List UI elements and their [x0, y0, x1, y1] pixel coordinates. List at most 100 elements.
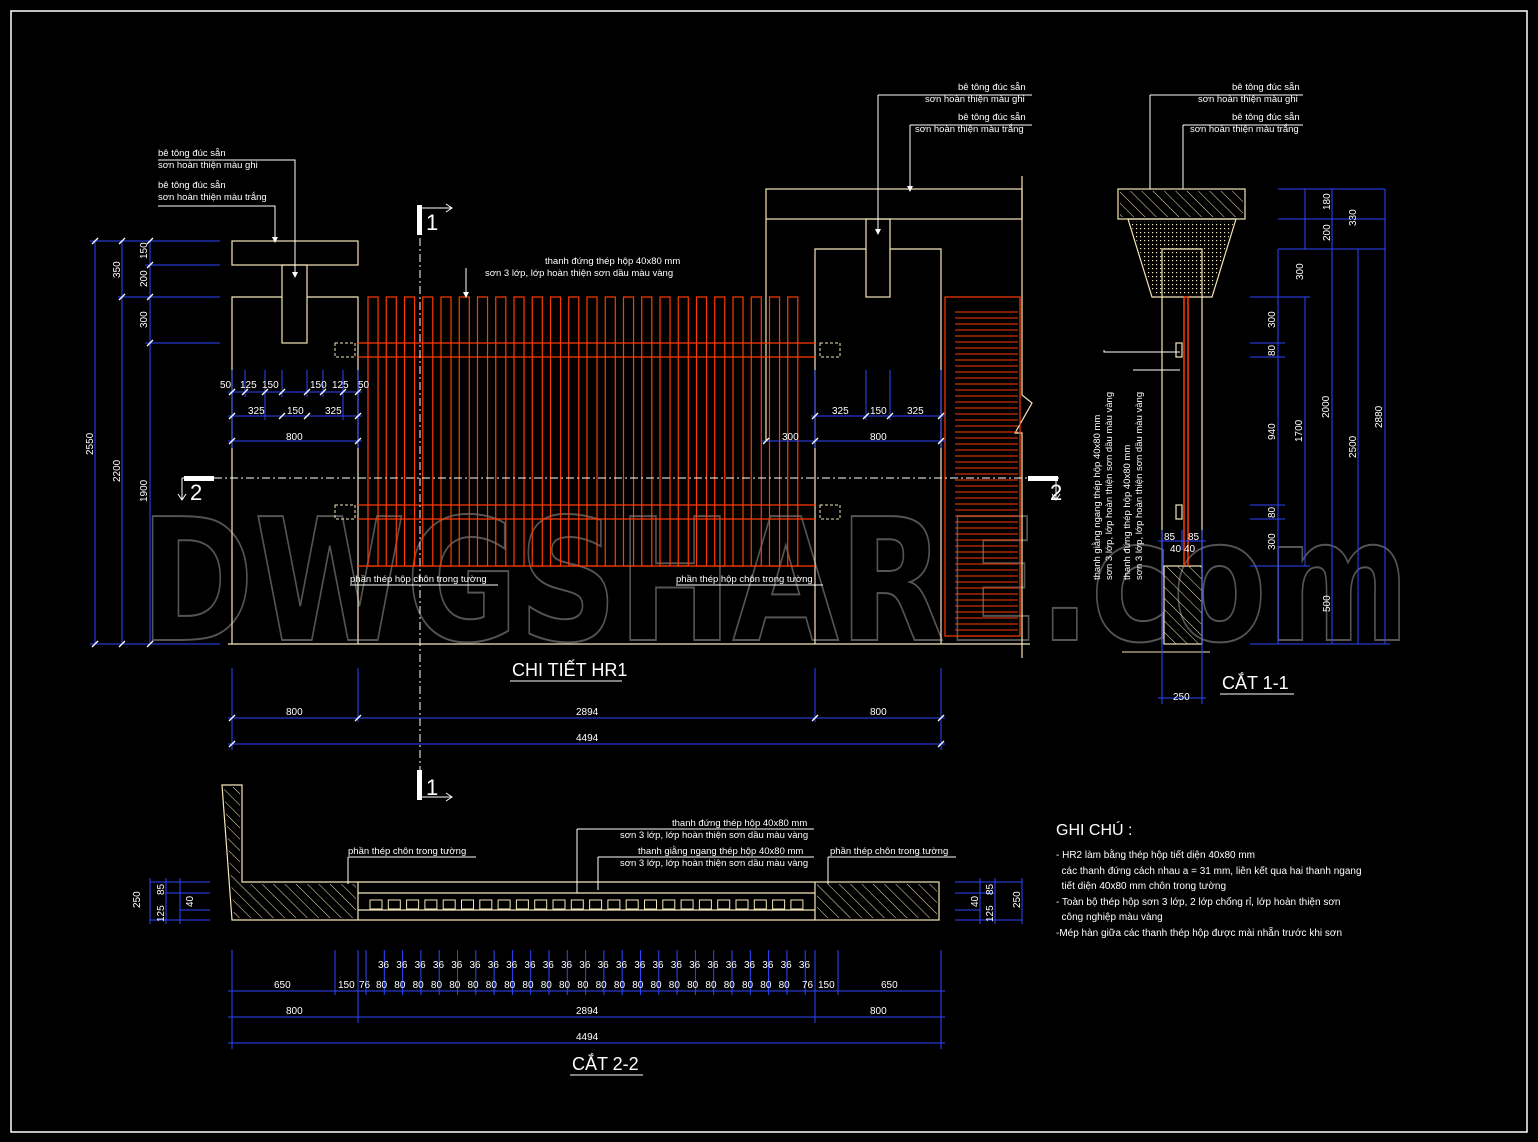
dim-800-left: 800	[286, 432, 303, 443]
bar-section-box	[717, 899, 731, 910]
s22-dim-4494: 4494	[576, 1032, 599, 1043]
dim-r300: 300	[782, 432, 799, 443]
dim-b4494: 4494	[576, 733, 599, 744]
vert-bar-note-1: thanh đứng thép hộp 40x80 mm	[545, 256, 680, 267]
s22-dim-40-right: 40	[970, 895, 981, 907]
title-cat-2-2: CẮT 2-2	[572, 1053, 639, 1074]
dim-36: 36	[433, 960, 445, 971]
dim-top-150a: 150	[262, 380, 279, 391]
s22-horiz-note-1: thanh giằng ngang thép hộp 40x80 mm	[638, 846, 803, 857]
dim-tick	[118, 640, 126, 648]
dim-tick	[91, 640, 99, 648]
bar-section-box	[534, 899, 548, 910]
dim-1900: 1900	[139, 479, 150, 502]
dim-r150: 150	[870, 406, 887, 417]
dim-tick	[937, 437, 945, 445]
s11-dim-300a: 300	[1295, 263, 1306, 280]
dim-tick	[937, 714, 945, 722]
dim-2200: 2200	[112, 459, 123, 482]
dim-36: 36	[726, 960, 738, 971]
s11-dim-2880: 2880	[1374, 405, 1385, 428]
s22-embed-left: phần thép chôn trong tường	[348, 846, 466, 857]
dim-36: 36	[543, 960, 555, 971]
s22-dim-125-right: 125	[985, 905, 996, 922]
dim-80: 80	[486, 980, 498, 991]
vert-bar-note-2: sơn 3 lớp, lớp hoàn thiện sơn dầu màu và…	[485, 268, 673, 279]
s22-bar-sections	[369, 899, 804, 910]
dim-tick	[811, 412, 819, 420]
dim-r800: 800	[870, 432, 887, 443]
vertical-steel-bars	[358, 296, 815, 567]
s11-dim-85a: 85	[1164, 532, 1176, 543]
dim-36: 36	[488, 960, 500, 971]
dim-325a: 325	[248, 406, 265, 417]
right-cap-note-2a: bê tông đúc sẵn	[958, 112, 1026, 123]
dim-tick	[261, 388, 269, 396]
elevation-dimensions	[90, 240, 945, 750]
bar-section-box	[570, 899, 584, 910]
dim-80: 80	[449, 980, 461, 991]
dim-b800a: 800	[286, 707, 303, 718]
dim-top-125a: 125	[240, 380, 257, 391]
dim-80: 80	[376, 980, 388, 991]
embed-note-left: phần thép hộp chôn trong tường	[350, 574, 487, 585]
dim-80: 80	[779, 980, 791, 991]
dim-36: 36	[451, 960, 463, 971]
title-chi-tiet-hr1: CHI TIẾT HR1	[512, 659, 627, 680]
dim-r325b: 325	[907, 406, 924, 417]
dim-tick	[339, 388, 347, 396]
dim-80: 80	[559, 980, 571, 991]
s11-cap-note-2a: bê tông đúc sẵn	[1232, 112, 1300, 123]
cut-mark-1-bottom: 1	[426, 775, 438, 800]
dim-36: 36	[762, 960, 774, 971]
dim-tick	[303, 388, 311, 396]
dim-tick	[146, 237, 154, 245]
note-line-1: - HR2 làm bằng thép hộp tiết diện 40x80 …	[1056, 848, 1255, 861]
dim-36: 36	[378, 960, 390, 971]
s22-dim-40-left: 40	[185, 895, 196, 907]
s22-dim-2894: 2894	[576, 1006, 599, 1017]
dim-36: 36	[671, 960, 683, 971]
cut-mark-2-right: 2	[1050, 480, 1062, 505]
dim-325b: 325	[325, 406, 342, 417]
bar-section-box	[479, 899, 493, 910]
note-line-2: các thanh đứng cách nhau a = 31 mm, liên…	[1056, 865, 1362, 877]
dim-tick	[811, 714, 819, 722]
dim-tick	[278, 412, 286, 420]
dim-36: 36	[524, 960, 536, 971]
bar-section-box	[790, 899, 804, 910]
dim-300: 300	[139, 311, 150, 328]
s11-dim-300c: 300	[1267, 533, 1278, 550]
s22-dim-800a: 800	[286, 1006, 303, 1017]
bar-section-box	[589, 899, 603, 910]
bar-section-box	[607, 899, 621, 910]
dim-tick	[762, 437, 770, 445]
dim-36: 36	[707, 960, 719, 971]
s11-note-horiz-1: thanh giằng ngang thép hộp 40x80 mm	[1092, 415, 1103, 580]
dim-top-125b: 125	[332, 380, 349, 391]
bar-section-box	[497, 899, 511, 910]
dim-36: 36	[415, 960, 427, 971]
wall-break	[1013, 176, 1033, 658]
s11-dim-80b: 80	[1267, 506, 1278, 518]
s22-dim-650b: 650	[881, 980, 898, 991]
left-cap-note-1b: sơn hoàn thiện màu ghi	[158, 160, 258, 171]
s11-cap-note-1b: sơn hoàn thiện màu ghi	[1198, 94, 1298, 105]
dim-80: 80	[394, 980, 406, 991]
dim-36: 36	[506, 960, 518, 971]
dim-tick	[146, 261, 154, 269]
s22-dim-85-left: 85	[156, 883, 167, 895]
note-line-5: công nghiệp màu vàng	[1056, 912, 1163, 923]
dim-b800b: 800	[870, 707, 887, 718]
dim-tick	[937, 412, 945, 420]
dim-tick	[228, 740, 236, 748]
s22-dim-76a: 76	[359, 980, 371, 991]
s11-dim-500: 500	[1322, 595, 1333, 612]
dim-tick	[886, 412, 894, 420]
bar-section-box	[753, 899, 767, 910]
dim-80: 80	[669, 980, 681, 991]
s11-dim-180: 180	[1322, 193, 1333, 210]
cut-lines	[177, 203, 1061, 802]
dim-tick	[241, 388, 249, 396]
s11-dim-300b: 300	[1267, 311, 1278, 328]
